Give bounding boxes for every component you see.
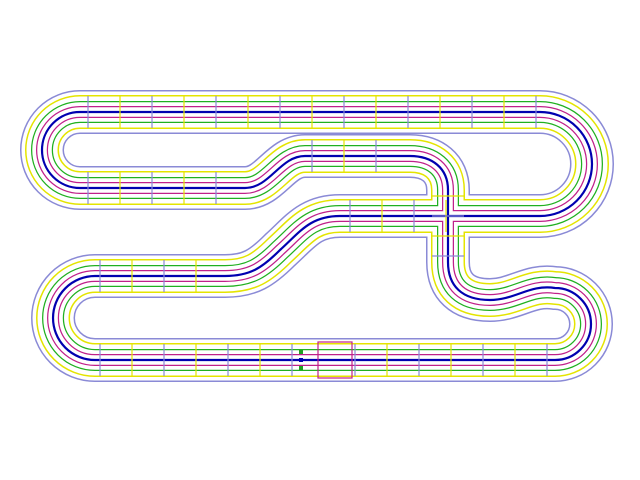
start-grid-dot: [299, 358, 303, 362]
start-finish-box: [317, 341, 353, 379]
start-grid-dot: [299, 350, 303, 354]
lane-blue-center: [40, 110, 594, 362]
start-grid-dot: [299, 366, 303, 370]
start-finish-marker: [299, 341, 353, 379]
track-circuit: [20, 90, 614, 382]
track-section-dividers: [87, 96, 548, 376]
